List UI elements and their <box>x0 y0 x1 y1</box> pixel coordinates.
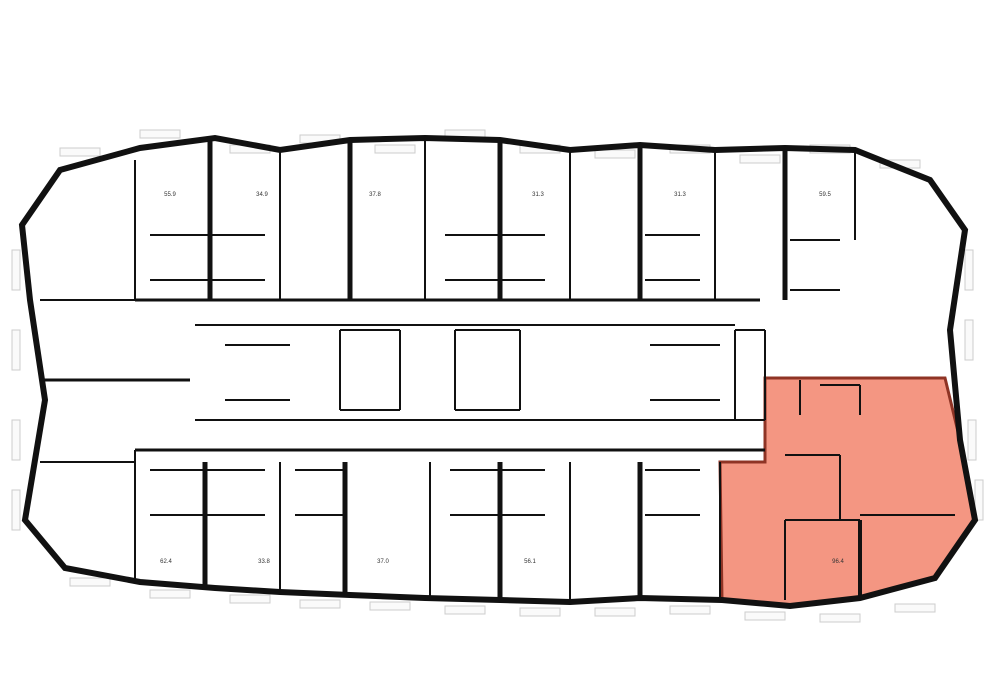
window <box>59 147 101 157</box>
window <box>519 607 561 617</box>
window <box>11 249 21 291</box>
window <box>967 419 977 461</box>
apartment-area-label: 31.3 <box>532 192 544 198</box>
window <box>594 607 636 617</box>
window <box>744 611 786 621</box>
apartment-area-label: 37.8 <box>369 192 381 198</box>
window <box>229 594 271 604</box>
window <box>819 613 861 623</box>
interior-walls <box>40 140 955 602</box>
apartment-area-label: 62.4 <box>160 559 172 565</box>
area-labels: 55.9 34.9 37.8 31.3 31.3 59.5 62.4 33.8 37.0 56.1… <box>160 192 844 565</box>
window <box>894 603 936 613</box>
window <box>369 601 411 611</box>
apartment-area-label: 59.5 <box>819 192 831 198</box>
apartment-area-label: 31.3 <box>674 192 686 198</box>
window <box>69 577 111 587</box>
window <box>11 329 21 371</box>
window <box>594 149 636 159</box>
apartment-area-label: 34.9 <box>256 192 268 198</box>
apartment-area-label: 56.1 <box>524 559 536 565</box>
window <box>139 129 181 139</box>
window <box>299 599 341 609</box>
window <box>11 419 21 461</box>
selected-apartment-area-label: 96.4 <box>832 559 844 565</box>
apartment-area-label: 33.8 <box>258 559 270 565</box>
window <box>964 319 974 361</box>
window <box>11 489 21 531</box>
window <box>149 589 191 599</box>
window <box>974 479 984 521</box>
window <box>444 605 486 615</box>
window <box>669 605 711 615</box>
apartment-area-label: 37.0 <box>377 559 389 565</box>
window <box>964 249 974 291</box>
window <box>739 154 781 164</box>
building-outline <box>18 134 979 610</box>
window <box>374 144 416 154</box>
apartment-area-label: 55.9 <box>164 192 176 198</box>
